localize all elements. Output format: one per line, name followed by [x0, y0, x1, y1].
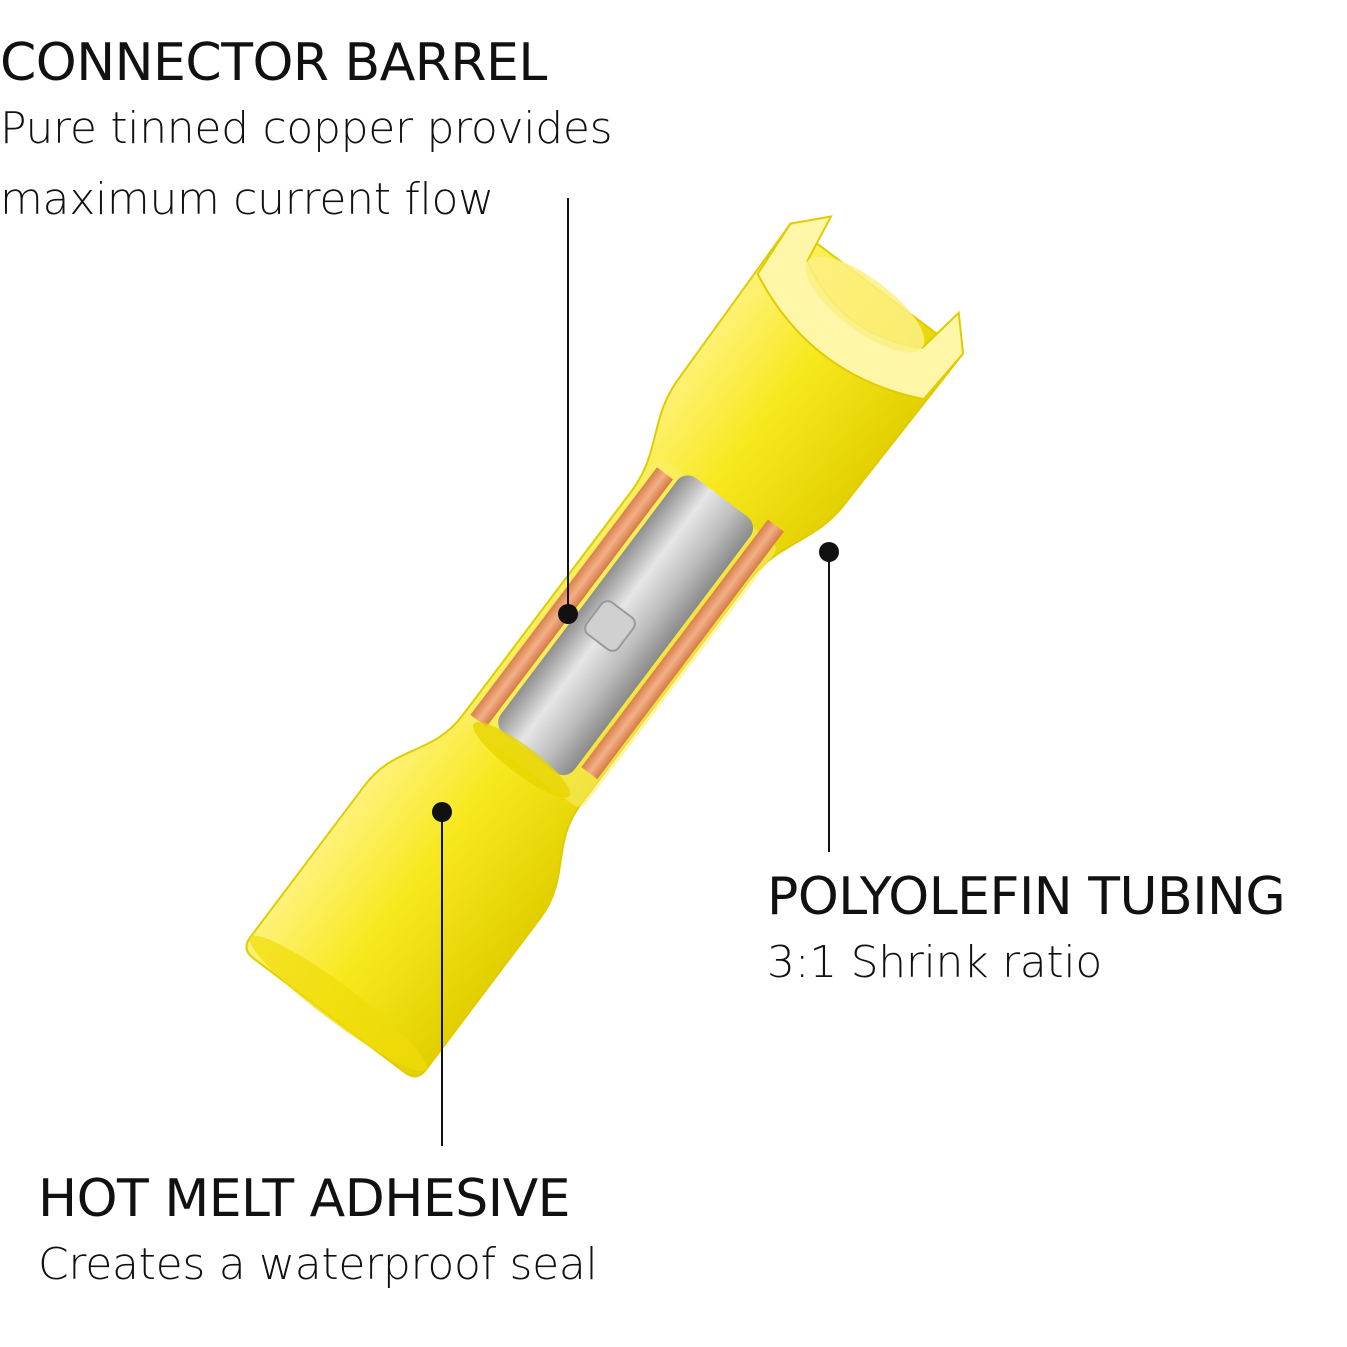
- tube-bottom-rim: [249, 935, 427, 1072]
- callout-polyolefin-tubing: POLYOLEFIN TUBING 3:1 Shrink ratio: [767, 866, 1347, 999]
- callout-description: Pure tinned copper provides maximum curr…: [0, 103, 613, 225]
- callout-description: 3:1 Shrink ratio: [767, 937, 1102, 989]
- crimp-stop: [584, 600, 636, 652]
- leader-dot-adhesive: [432, 802, 452, 822]
- leader-dot-tubing: [819, 542, 839, 562]
- callout-title: POLYOLEFIN TUBING: [767, 867, 1286, 927]
- leader-lines: [432, 198, 839, 1146]
- copper-wall-left: [470, 467, 673, 727]
- callout-title: CONNECTOR BARREL: [0, 33, 547, 93]
- tube-top-inner: [805, 256, 925, 353]
- connector-body: [245, 215, 965, 1078]
- callout-hot-melt-adhesive: HOT MELT ADHESIVE Creates a waterproof s…: [38, 1168, 718, 1301]
- copper-wall-right: [581, 519, 784, 780]
- adhesive-ring: [473, 721, 571, 798]
- callout-description: Creates a waterproof seal: [38, 1239, 598, 1291]
- callout-title: HOT MELT ADHESIVE: [38, 1169, 571, 1229]
- leader-dot-barrel: [558, 604, 578, 624]
- callout-connector-barrel: CONNECTOR BARREL Pure tinned copper prov…: [0, 32, 760, 235]
